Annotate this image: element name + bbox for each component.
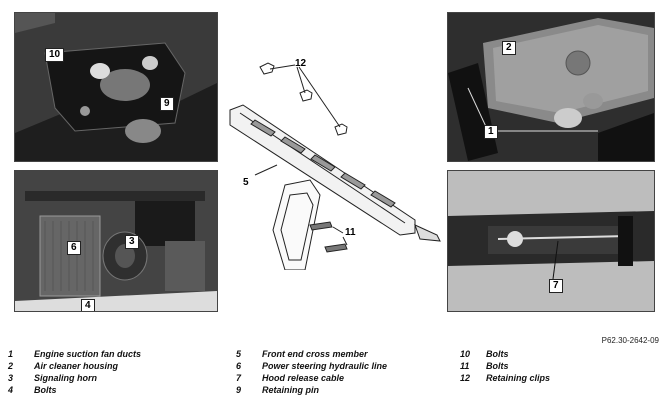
- callout-12: 12: [295, 58, 307, 69]
- figure-reference: P62.30-2642-09: [601, 336, 659, 345]
- callout-4: 4: [81, 299, 95, 311]
- callout-2: 2: [502, 41, 516, 55]
- photo-bottom-right: 7: [447, 170, 655, 312]
- cross-member-drawing: 12 5 11: [225, 55, 450, 271]
- cross-member-illustration: [229, 62, 441, 271]
- callout-7: 7: [549, 279, 563, 293]
- callout-3: 3: [125, 235, 139, 249]
- callout-6: 6: [67, 241, 81, 255]
- photo-top-left: 10 9: [14, 12, 218, 162]
- photo-top-right: 2 1: [447, 12, 655, 162]
- callout-1: 1: [484, 125, 498, 139]
- photo-mid-left-illustration: [15, 171, 217, 311]
- callout-11: 11: [345, 227, 356, 238]
- photo-top-left-illustration: [15, 13, 217, 161]
- callout-5: 5: [243, 177, 249, 188]
- callout-10: 10: [45, 48, 65, 62]
- photo-top-right-illustration: [448, 13, 654, 161]
- callout-9: 9: [160, 97, 174, 111]
- photo-mid-left: 6 3 4: [14, 170, 218, 312]
- photo-bottom-right-illustration: [448, 171, 654, 311]
